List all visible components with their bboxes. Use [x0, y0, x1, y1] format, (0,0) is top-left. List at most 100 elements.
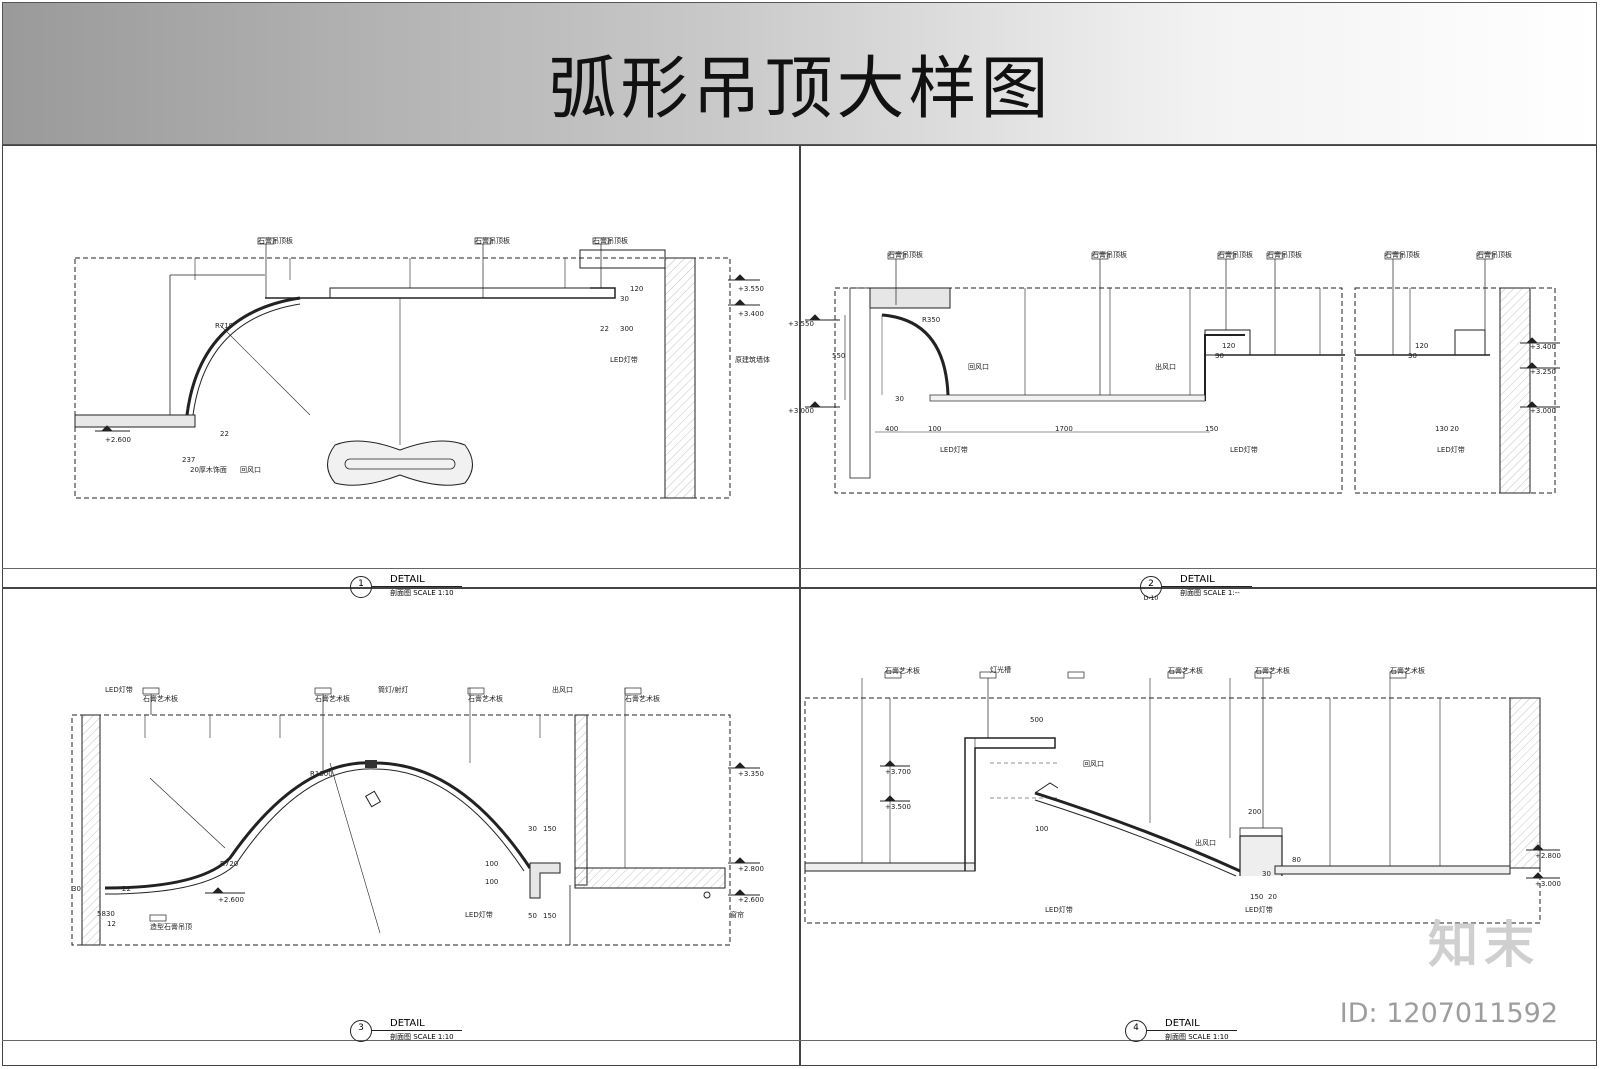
d3-dim-30b: 30	[72, 885, 81, 893]
detail-1-number: 1	[350, 576, 372, 598]
detail-1-title: DETAIL	[390, 574, 425, 585]
d3-label-led-1: LED灯带	[105, 686, 133, 694]
d1-label-wall: 原建筑墙体	[735, 356, 770, 364]
d1-dim-30: 30	[620, 295, 629, 303]
d2-label-2: 石膏吊顶板	[1092, 251, 1127, 259]
d2-label-led-3: LED灯带	[1437, 446, 1465, 454]
detail-1-elevation-marks	[95, 274, 760, 432]
d3-dim-150b: 150	[543, 912, 557, 920]
detail-4-scale: 剖面图 SCALE 1:10	[1165, 1033, 1229, 1041]
d3-dim-30: 30	[528, 825, 537, 833]
d4-elev-1: +3.700	[885, 768, 911, 776]
d2-dim-30c: 30	[1408, 352, 1417, 360]
d4-label-led-1: LED灯带	[1045, 906, 1073, 914]
detail-1-caption: 1 DETAIL 剖面图 SCALE 1:10	[350, 573, 650, 603]
d1-label-wood: 20厚木饰面	[190, 466, 227, 474]
d2-label-5: 石膏吊顶板	[1385, 251, 1420, 259]
detail-3-drawing	[71, 687, 760, 946]
detail-1-ceiling-slab	[265, 287, 616, 299]
d3-label-led-2: LED灯带	[465, 911, 493, 919]
d4-label-supply: 出风口	[1195, 839, 1216, 847]
title-banner: 弧形吊顶大样图	[2, 2, 1597, 145]
d4-dim-100: 100	[1035, 825, 1049, 833]
d2-dim-30a: 30	[895, 395, 904, 403]
panel-frame-2	[800, 145, 1597, 588]
d2-dim-130: 130	[1435, 425, 1449, 433]
d2-elev-4: +3.250	[1530, 368, 1556, 376]
d4-dim-80: 80	[1292, 856, 1301, 864]
d2-label-led-1: LED灯带	[940, 446, 968, 454]
d3-elev-3: +2.600	[738, 896, 764, 904]
detail-4-caption: 4 DETAIL 剖面图 SCALE 1:10	[1125, 1017, 1425, 1047]
d1-dim-22b: 22	[600, 325, 609, 333]
d4-dim-20: 20	[1268, 893, 1277, 901]
d4-label-art-2: 石膏艺术板	[1168, 667, 1203, 675]
d4-dim-30: 30	[1262, 870, 1271, 878]
detail-3-title: DETAIL	[390, 1018, 425, 1029]
d2-elev-2: +3.000	[788, 407, 814, 415]
d1-label-led: LED灯带	[610, 356, 638, 364]
detail-1-drawing	[74, 237, 760, 499]
caption-strip-top	[2, 568, 1597, 569]
d2-dim-r350: R350	[922, 316, 941, 324]
d1-dim-22a: 22	[220, 430, 229, 438]
d1-dim-300: 300	[620, 325, 634, 333]
d2-label-1: 石膏吊顶板	[888, 251, 923, 259]
d4-label-art-3: 石膏艺术板	[1255, 667, 1290, 675]
detail-2-boundary-left	[834, 287, 1343, 494]
detail-4-boundary	[804, 697, 1541, 924]
d4-label-led-2: LED灯带	[1245, 906, 1273, 914]
detail-3-s-curve	[104, 761, 532, 890]
detail-1-arc-inner	[192, 303, 301, 416]
d2-dim-400: 400	[885, 425, 899, 433]
d4-elev-4: +3.000	[1535, 880, 1561, 888]
d1-label-ceiling-3: 石膏吊顶板	[593, 237, 628, 245]
d2-dim-1700: 1700	[1055, 425, 1073, 433]
d2-dim-120b: 120	[1415, 342, 1429, 350]
panel-frame-3	[2, 588, 800, 1066]
panel-frame-4	[800, 588, 1597, 1066]
brand-watermark: 知末	[1428, 916, 1540, 974]
detail-2-boundary-right	[1354, 287, 1556, 494]
detail-4-curve	[1034, 791, 1241, 873]
d1-dim-radius: R719	[215, 322, 234, 330]
detail-2-drawing	[805, 252, 1560, 494]
d2-label-4: 石膏吊顶板	[1267, 251, 1302, 259]
d2-label-3: 石膏吊顶板	[1218, 251, 1253, 259]
d2-elev-3: +3.400	[1530, 343, 1556, 351]
d3-elev-2: +2.800	[738, 865, 764, 873]
d2-label-supply: 出风口	[1155, 363, 1176, 371]
d1-dim-237: 237	[182, 456, 196, 464]
detail-1-right-wall	[664, 257, 696, 499]
d3-dim-100b: 100	[485, 878, 499, 886]
d3-dim-r720: R720	[220, 860, 239, 868]
d3-dim-50: 50	[528, 912, 537, 920]
detail-4-recess	[964, 737, 1056, 871]
d3-dim-r1300: R1300	[310, 770, 333, 778]
d2-dim-30b: 30	[1215, 352, 1224, 360]
d3-label-art-4: 石膏艺术板	[625, 695, 660, 703]
d1-elev-1: +3.550	[738, 285, 764, 293]
d4-dim-500: 500	[1030, 716, 1044, 724]
detail-1-pendant-lamp	[327, 440, 473, 486]
sheet-title: 弧形吊顶大样图	[548, 50, 1053, 129]
d2-dim-550: 550	[832, 352, 846, 360]
d3-dim-100a: 100	[485, 860, 499, 868]
d1-label-ceiling-2: 石膏吊顶板	[475, 237, 510, 245]
d3-label-art-2: 石膏艺术板	[315, 695, 350, 703]
detail-3-caption: 3 DETAIL 剖面图 SCALE 1:10	[350, 1017, 650, 1047]
detail-1-lower-shelf	[74, 414, 196, 428]
d1-elev-3: +2.600	[105, 436, 131, 444]
d3-label-shape: 造型石膏吊顶	[150, 923, 192, 931]
d3-dim-12: 12	[107, 920, 116, 928]
d3-dim-5830: 5830	[97, 910, 115, 918]
detail-4-title: DETAIL	[1165, 1018, 1200, 1029]
detail-4-number: 4	[1125, 1020, 1147, 1042]
d3-label-curtain: 窗帘	[730, 911, 744, 919]
detail-4-right-wall	[1509, 697, 1541, 869]
detail-2-right-wall	[1499, 287, 1531, 494]
detail-3-right-wall	[574, 714, 588, 886]
d4-dim-200: 200	[1248, 808, 1262, 816]
